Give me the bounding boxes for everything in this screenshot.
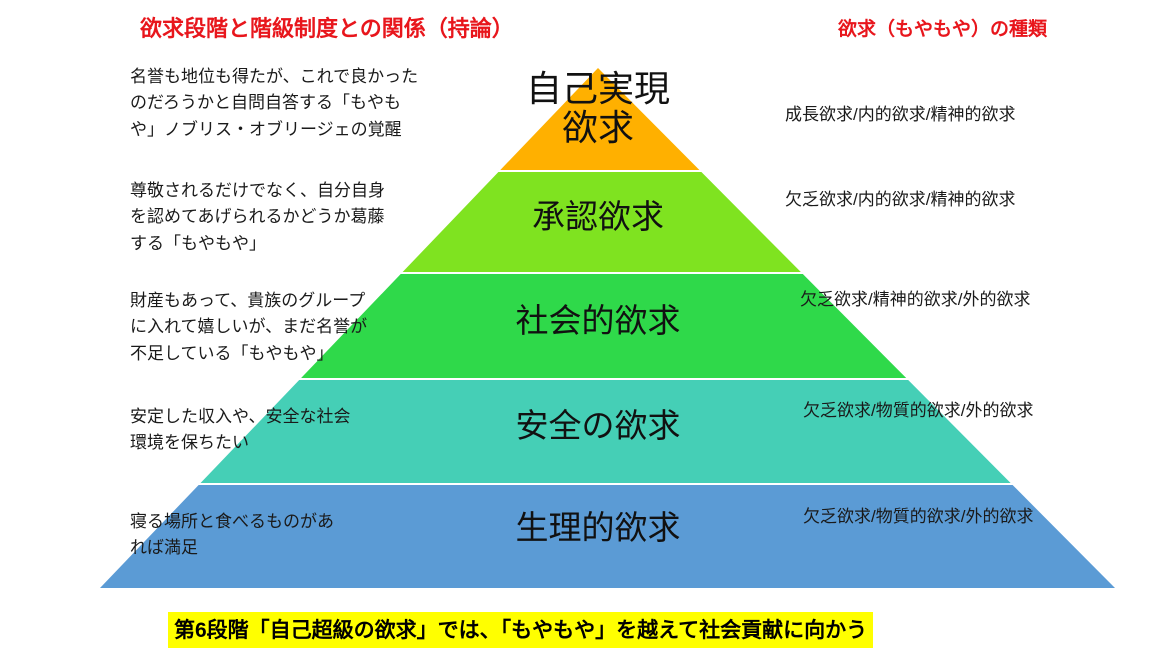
- right-note-self-actualization: 成長欲求/内的欲求/精神的欲求: [785, 105, 1016, 124]
- pyramid-tier-safety: [200, 380, 1011, 483]
- left-column-heading: 欲求段階と階級制度との関係（持論）: [140, 16, 514, 41]
- right-note-safety: 欠乏欲求/物質的欲求/外的欲求: [803, 401, 1034, 420]
- tier-label-safety: 安全の欲求: [515, 407, 681, 444]
- tier-label-physiological: 生理的欲求: [515, 509, 681, 546]
- left-note-physiological: 寝る場所と食べるものがあ れば満足: [130, 512, 334, 558]
- left-note-self-actualization: 名誉も地位も得たが、これで良かった のだろうかと自問自答する「もやも や」ノブリ…: [130, 67, 419, 139]
- pyramid-tier-physiological: [100, 485, 1115, 588]
- right-note-physiological: 欠乏欲求/物質的欲求/外的欲求: [803, 507, 1034, 526]
- right-note-social: 欠乏欲求/精神的欲求/外的欲求: [800, 290, 1031, 309]
- left-note-esteem: 尊敬されるだけでなく、自分自身 を認めてあげられるかどうか葛藤 する「もやもや」: [130, 181, 385, 253]
- footer-highlight-banner: 第6段階「自己超級の欲求」では、「もやもや」を越えて社会貢献に向かう: [168, 612, 874, 648]
- tier-label-line1: 自己実現: [525, 68, 671, 109]
- tier-label-esteem: 承認欲求: [532, 198, 664, 235]
- left-note-safety: 安定した収入や、安全な社会 環境を保ちたい: [130, 407, 351, 453]
- tier-label-social: 社会的欲求: [515, 302, 681, 339]
- pyramid-tier-social: [301, 274, 907, 378]
- left-note-social: 財産もあって、貴族のグループ に入れて嬉しいが、まだ名誉が 不足している「もやも…: [130, 291, 368, 363]
- tier-label-line2: 欲求: [561, 106, 635, 148]
- right-note-esteem: 欠乏欲求/内的欲求/精神的欲求: [785, 190, 1016, 209]
- tier-label-self-actualization: 自己実現 欲求: [525, 68, 671, 148]
- pyramid-tier-esteem: [402, 172, 801, 272]
- right-column-heading: 欲求（もやもや）の種類: [838, 19, 1048, 40]
- pyramid-tier-self-actualization: [500, 68, 700, 170]
